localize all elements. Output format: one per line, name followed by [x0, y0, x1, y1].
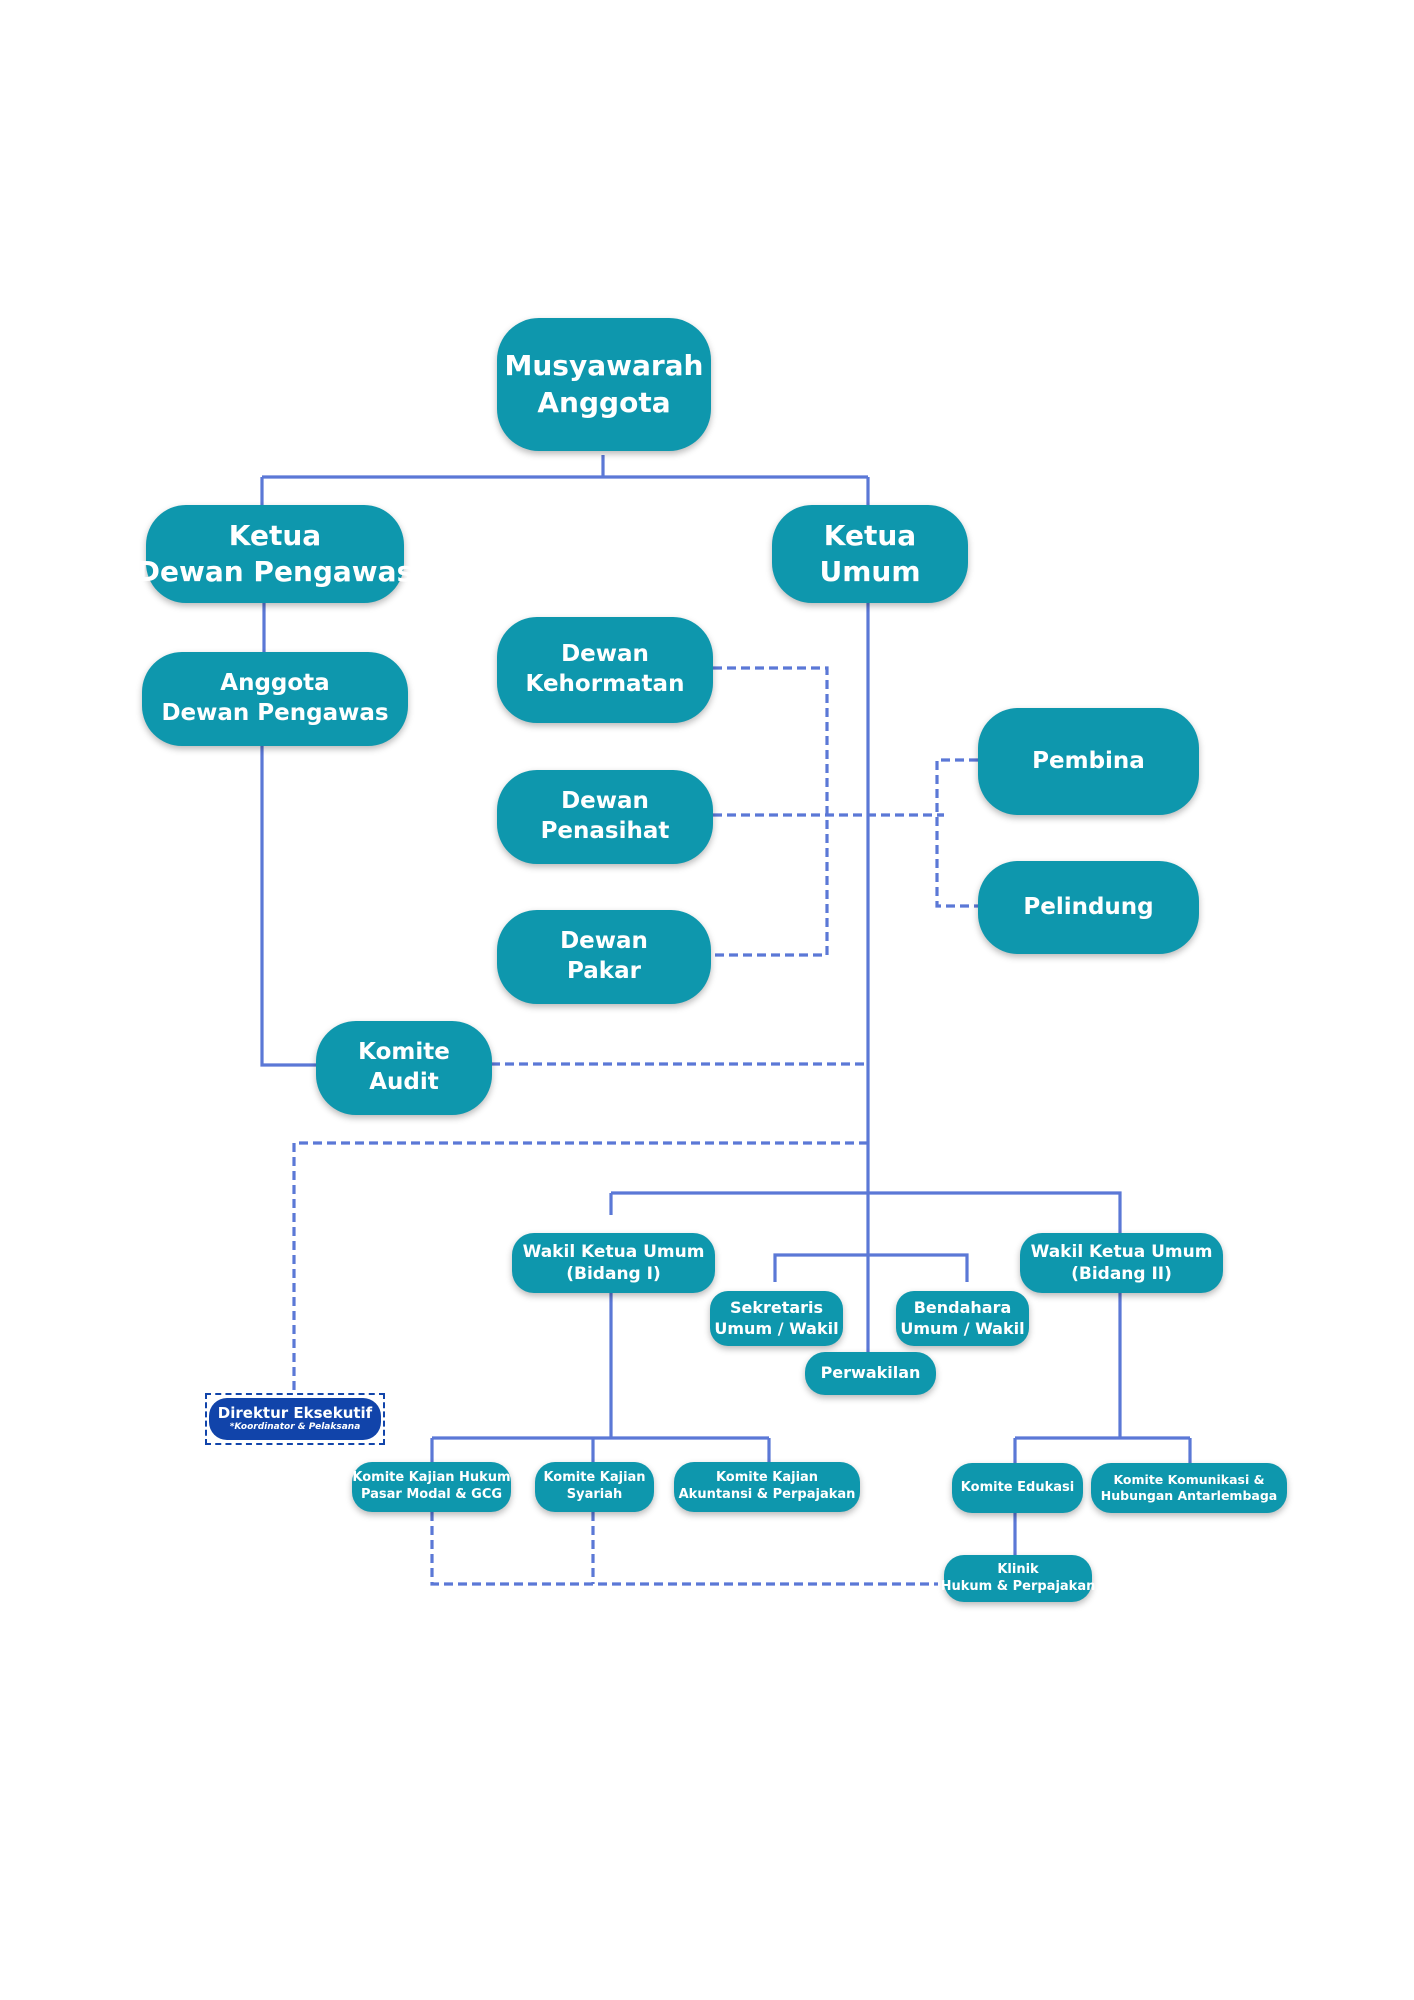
node-dewan-penasihat: Dewan Penasihat: [497, 770, 713, 864]
node-wakil-ketua-umum-bidang-1: Wakil Ketua Umum (Bidang I): [512, 1233, 715, 1293]
node-label-line: Dewan: [561, 788, 649, 815]
node-label-line: Komite: [358, 1039, 450, 1066]
node-ketua-umum: Ketua Umum: [772, 505, 968, 603]
node-komite-kajian-hukum: Komite Kajian Hukum Pasar Modal & GCG: [352, 1462, 511, 1512]
node-komite-edukasi: Komite Edukasi: [952, 1463, 1083, 1513]
node-komite-audit: Komite Audit: [316, 1021, 492, 1115]
node-label-line: Komite Edukasi: [960, 1479, 1075, 1495]
node-label-line: Dewan: [560, 928, 648, 955]
connector-pembina-pelindung: [935, 758, 978, 908]
node-label-line: Pembina: [1032, 747, 1145, 774]
node-label-line: Wakil Ketua Umum: [1030, 1241, 1213, 1262]
node-label-line: Hukum & Perpajakan: [940, 1578, 1096, 1594]
node-label-line: Sekretaris: [729, 1297, 824, 1317]
connector-direktur: [292, 1141, 868, 1393]
node-label-line: Wakil Ketua Umum: [522, 1241, 705, 1262]
node-label-line: Hubungan Antarlembaga: [1100, 1488, 1278, 1503]
connector-root: [260, 455, 870, 505]
node-musyawarah-anggota: Musyawarah Anggota: [497, 318, 711, 451]
node-perwakilan: Perwakilan: [805, 1352, 936, 1395]
node-ketua-dewan-pengawas: Ketua Dewan Pengawas: [137, 505, 413, 603]
node-label-line: Anggota: [537, 385, 671, 419]
node-dewan-kehormatan: Dewan Kehormatan: [497, 617, 713, 723]
node-label-line: (Bidang II): [1071, 1264, 1172, 1284]
node-label-line: Dewan Pengawas: [136, 555, 414, 588]
node-label-line: Kehormatan: [525, 671, 685, 697]
node-komite-kajian-akuntansi: Komite Kajian Akuntansi & Perpajakan: [674, 1462, 860, 1512]
node-sekretaris-umum: Sekretaris Umum / Wakil: [710, 1291, 843, 1346]
connector-wakil2-komite: [1013, 1293, 1192, 1463]
node-label-line: Direktur Eksekutif: [217, 1404, 373, 1423]
direktur-dashed-frame: [205, 1393, 385, 1445]
node-dewan-pakar: Dewan Pakar: [497, 910, 711, 1004]
connector-anggota-audit: [260, 746, 318, 1067]
node-label-line: Dewan: [561, 641, 649, 668]
node-label-line: Syariah: [566, 1487, 623, 1502]
node-label-line: Ketua: [823, 518, 917, 552]
node-label-line: Bendahara: [913, 1297, 1012, 1317]
node-label-line: Komite Kajian: [715, 1470, 819, 1486]
node-label-line: Umum / Wakil: [714, 1318, 839, 1338]
node-label-line: Pasar Modal & GCG: [360, 1487, 503, 1502]
node-label-line: Umum: [819, 555, 921, 588]
direktur-note: *Koordinator & Pelaksana: [229, 1422, 361, 1433]
node-label-line: Pakar: [567, 958, 641, 984]
node-label-line: Klinik: [997, 1561, 1039, 1577]
node-label-line: Komite Kajian: [543, 1470, 646, 1486]
connector-komite-klinik: [430, 1512, 938, 1586]
node-komite-komunikasi: Komite Komunikasi & Hubungan Antarlembag…: [1091, 1463, 1287, 1513]
node-label-line: Audit: [369, 1069, 439, 1095]
node-klinik-hukum-perpajakan: Klinik Hukum & Perpajakan: [941, 1555, 1095, 1602]
node-label-line: Pelindung: [1023, 893, 1154, 920]
node-bendahara-umum: Bendahara Umum / Wakil: [896, 1291, 1029, 1346]
node-label-line: Dewan Pengawas: [161, 700, 389, 726]
connector-wakil-bus: [609, 1191, 1122, 1235]
node-label-line: Perwakilan: [820, 1363, 921, 1383]
node-label-line: Akuntansi & Perpajakan: [678, 1487, 856, 1502]
node-wakil-ketua-umum-bidang-2: Wakil Ketua Umum (Bidang II): [1020, 1233, 1223, 1293]
node-pelindung: Pelindung: [978, 861, 1199, 954]
node-label-line: Komite Komunikasi &: [1113, 1471, 1265, 1487]
node-label-line: Ketua: [228, 518, 322, 552]
node-direktur-eksekutif: Direktur Eksekutif *Koordinator & Pelaks…: [209, 1398, 381, 1440]
node-label-line: (Bidang I): [566, 1264, 661, 1284]
connector-dewan-bracket: [711, 666, 944, 957]
node-label-line: Anggota: [220, 670, 330, 697]
connector-sek-ben: [773, 1253, 969, 1282]
node-label-line: Umum / Wakil: [900, 1318, 1025, 1338]
node-label-line: Komite Kajian Hukum: [352, 1470, 511, 1486]
connector-wakil1-komite: [430, 1293, 771, 1462]
node-label-line: Musyawarah: [504, 349, 704, 383]
node-label-line: Penasihat: [540, 818, 670, 844]
node-pembina: Pembina: [978, 708, 1199, 815]
node-komite-kajian-syariah: Komite Kajian Syariah: [535, 1462, 654, 1512]
node-anggota-dewan-pengawas: Anggota Dewan Pengawas: [142, 652, 408, 746]
